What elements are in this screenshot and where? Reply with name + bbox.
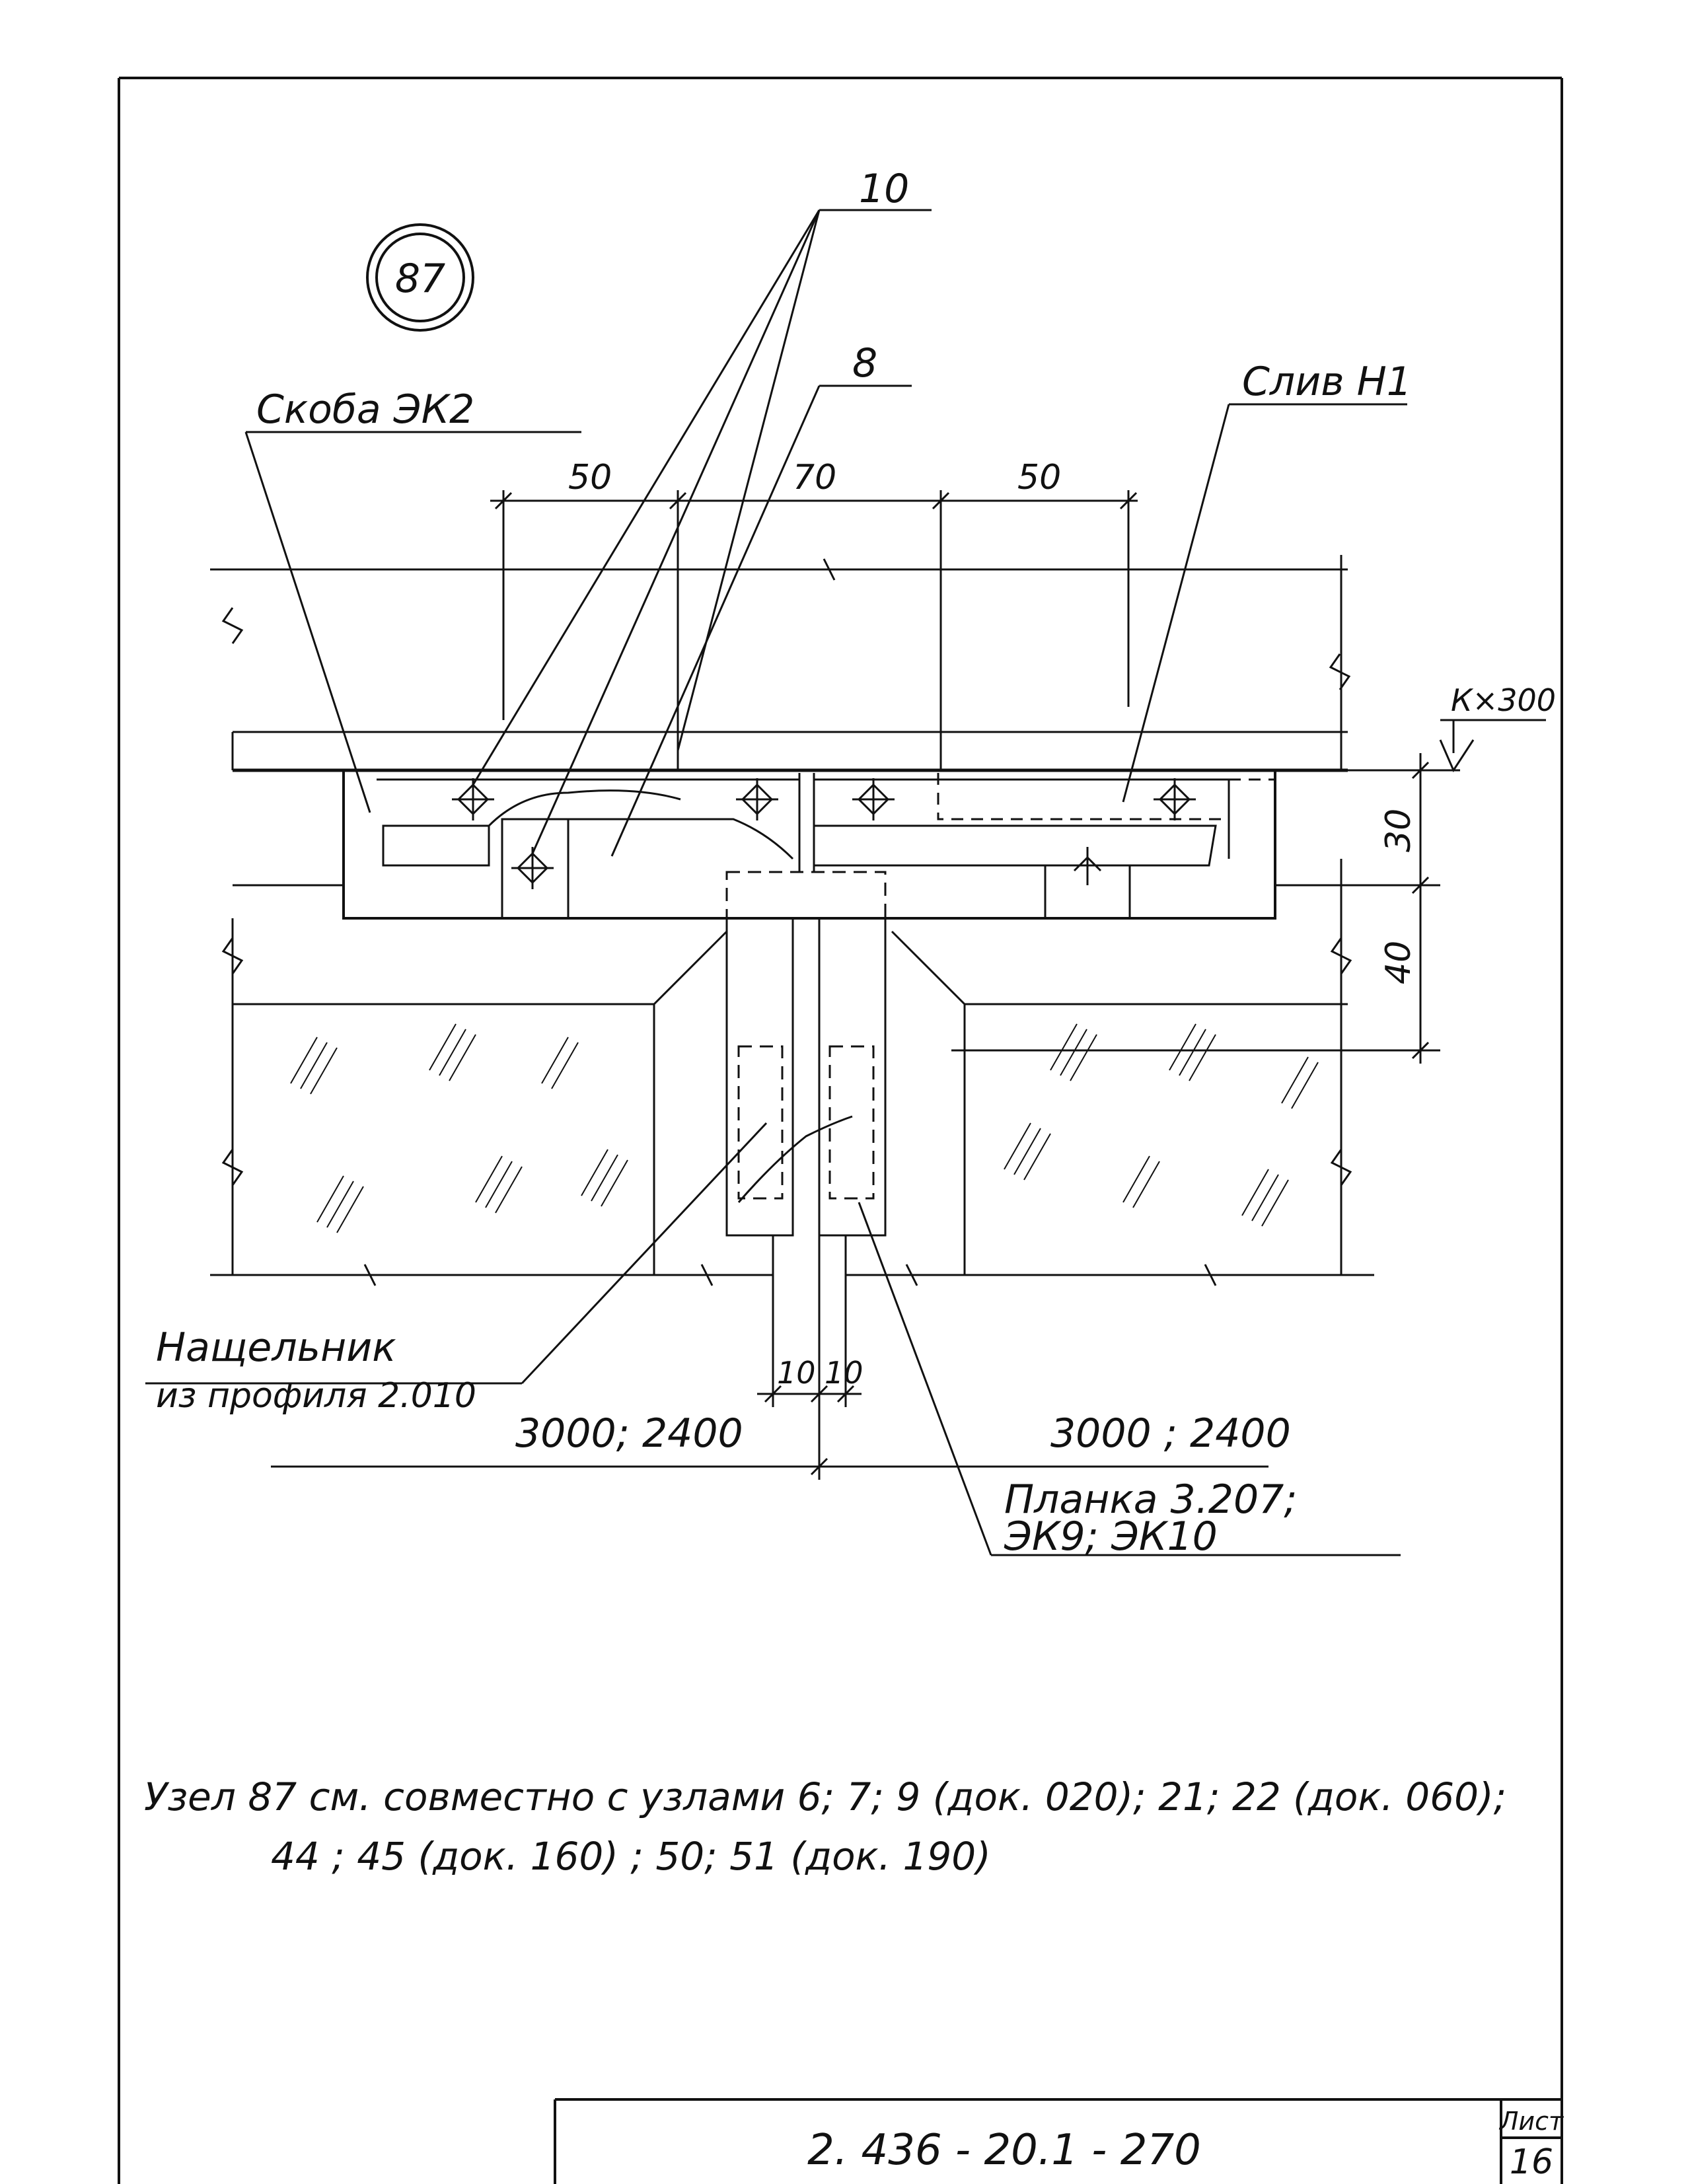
label-span-left: 3000; 2400 xyxy=(515,1410,743,1457)
callout-8: 8 xyxy=(852,340,877,386)
dim-10-right: 10 xyxy=(825,1355,863,1391)
dim-30: 30 xyxy=(1379,809,1418,852)
note-line-2: 44 ; 45 (док. 160) ; 50; 51 (док. 190) xyxy=(271,1834,991,1879)
document-code: 2. 436 - 20.1 - 270 xyxy=(807,2126,1201,2175)
title-block xyxy=(554,2098,1562,2184)
note-line-1: Узел 87 см. совместно с узлами 6; 7; 9 (… xyxy=(144,1774,1506,1819)
sheet-frame xyxy=(118,77,1563,2184)
section-geometry xyxy=(210,490,1546,1480)
leader-lines xyxy=(145,209,1407,1556)
sheet-label: Лист xyxy=(1498,2107,1564,2136)
dim-40: 40 xyxy=(1379,941,1418,984)
node-number-badge: 87 xyxy=(366,223,474,332)
label-nashchelnik-2: из профиля 2.010 xyxy=(156,1376,476,1416)
label-sliv: Слив Н1 xyxy=(1242,359,1412,405)
dim-50-left: 50 xyxy=(568,458,612,497)
sheet-number: 16 xyxy=(1510,2142,1553,2182)
glass-hatching xyxy=(290,1023,1319,1233)
node-number: 87 xyxy=(395,256,445,302)
label-planka-1: Планка 3.207; xyxy=(1004,1476,1298,1523)
label-nashchelnik-1: Нащельник xyxy=(156,1325,396,1371)
label-k300: К×300 xyxy=(1451,682,1556,718)
dim-70: 70 xyxy=(793,458,836,497)
label-skoba: Скоба ЭК2 xyxy=(256,386,474,433)
dim-50-right: 50 xyxy=(1017,458,1061,497)
fastener-marks xyxy=(452,778,1196,889)
label-span-right: 3000 ; 2400 xyxy=(1050,1410,1291,1457)
dim-10-left: 10 xyxy=(777,1355,816,1391)
label-planka-2: ЭК9; ЭК10 xyxy=(1004,1513,1218,1560)
callout-10: 10 xyxy=(859,166,909,212)
